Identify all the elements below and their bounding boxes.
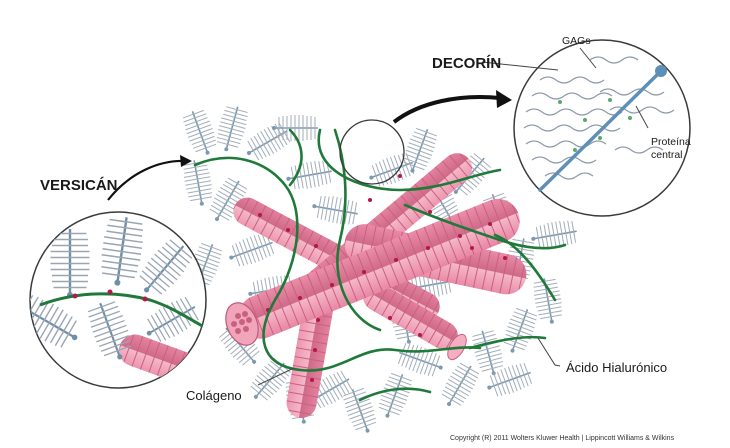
label-decorin: DECORÍN	[432, 55, 501, 72]
leader-lines	[257, 47, 649, 386]
versican-zoom-circle	[29, 211, 207, 389]
decorin-zoom-circle	[513, 39, 691, 217]
label-hyaluronic-acid: Ácido Hialurónico	[566, 360, 667, 375]
label-core-protein-2: central	[651, 149, 683, 161]
decorin-source-circle	[339, 119, 405, 185]
label-collagen: Colágeno	[186, 388, 242, 403]
arrow-versican	[107, 155, 192, 201]
hyaluronic-acid-strands	[193, 128, 567, 402]
arrow-decorin	[392, 90, 512, 124]
label-core-protein-1: Proteína	[651, 136, 691, 148]
copyright-notice: Copyright (R) 2011 Wolters Kluwer Health…	[450, 435, 675, 442]
label-gags: GAGs	[562, 35, 591, 47]
label-versican: VERSICÁN	[40, 177, 118, 194]
